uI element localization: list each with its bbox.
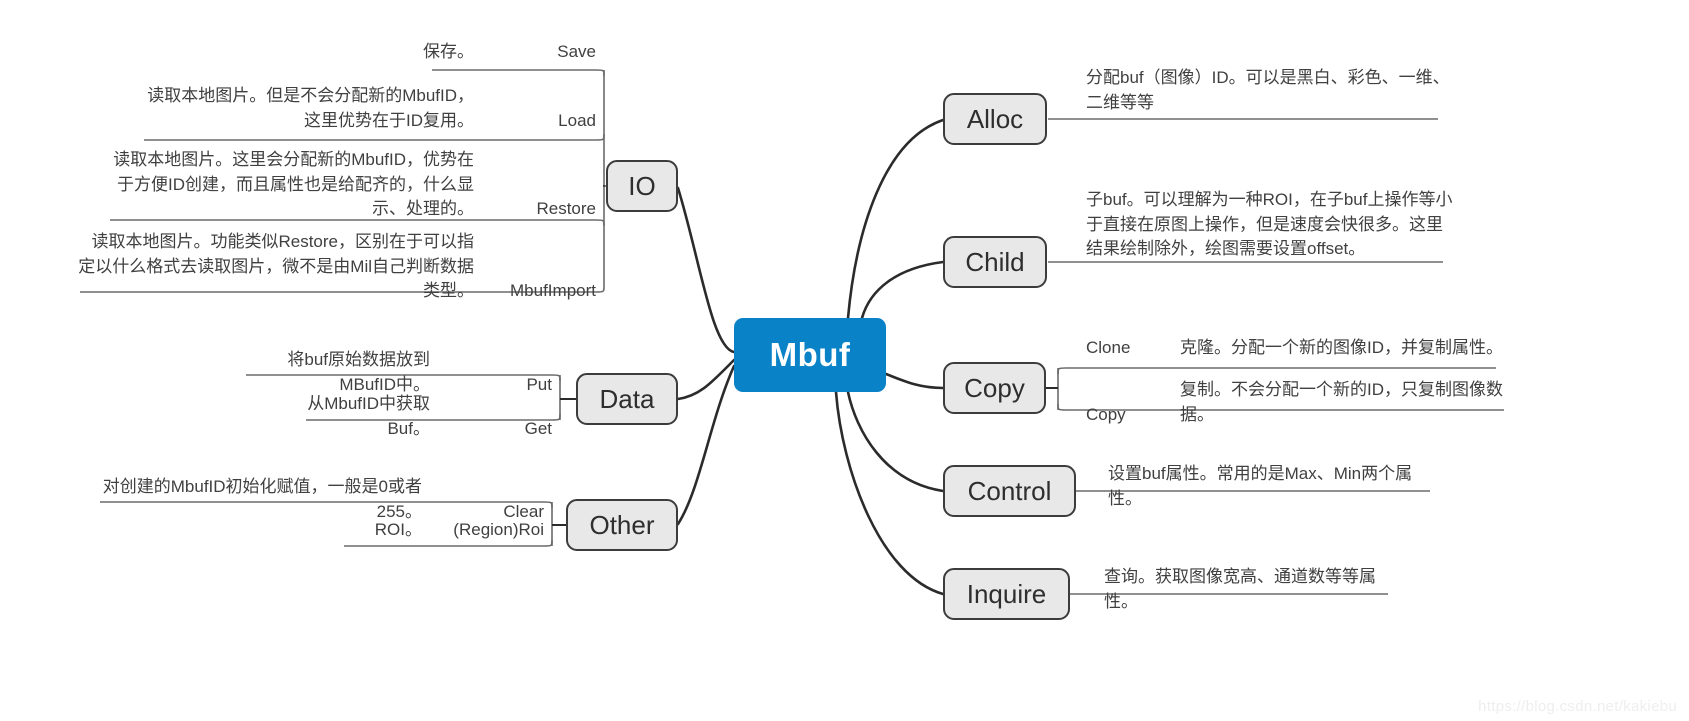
branch-node-io[interactable]: IO xyxy=(606,160,678,212)
branch-node-io-label: IO xyxy=(628,170,656,201)
leaf-data-put-desc: 将buf原始数据放到MBufID中。 xyxy=(287,350,430,394)
wire-copy-leaf-clone xyxy=(1057,367,1496,375)
branch-node-other[interactable]: Other xyxy=(566,499,678,551)
leaf-io-mbufimport[interactable]: 读取本地图片。功能类似Restore，区别在于可以指定以什么格式去读取图片，微不… xyxy=(76,230,596,306)
wire-root-other xyxy=(676,364,736,526)
leaf-other-roi-desc: ROI。 xyxy=(374,520,422,539)
leaf-io-restore-desc: 读取本地图片。这里会分配新的MbufID，优势在于方便ID创建，而且属性也是给配… xyxy=(113,150,474,219)
watermark: https://blog.csdn.net/kakiebu xyxy=(1478,698,1677,715)
branch-node-other-label: Other xyxy=(589,509,655,540)
branch-node-inquire[interactable]: Inquire xyxy=(943,568,1070,620)
leaf-alloc-desc-row[interactable]: 分配buf（图像）ID。可以是黑白、彩色、一维、二维等等 xyxy=(1086,66,1456,117)
leaf-io-restore-key: Restore xyxy=(536,199,596,219)
leaf-io-save-desc: 保存。 xyxy=(423,42,474,61)
branch-node-child[interactable]: Child xyxy=(943,236,1047,288)
branch-node-child-label: Child xyxy=(965,246,1025,277)
leaf-alloc-desc: 分配buf（图像）ID。可以是黑白、彩色、一维、二维等等 xyxy=(1086,68,1450,112)
leaf-control-desc-row[interactable]: 设置buf属性。常用的是Max、Min两个属性。 xyxy=(1108,462,1438,513)
leaf-copy-clone-desc: 克隆。分配一个新的图像ID，并复制属性。 xyxy=(1180,338,1503,357)
branch-node-copy-label: Copy xyxy=(964,372,1025,403)
wire-io-leaf-save xyxy=(432,69,605,77)
wire-root-child xyxy=(860,260,945,320)
branch-node-data-label: Data xyxy=(599,383,655,414)
leaf-io-restore[interactable]: 读取本地图片。这里会分配新的MbufID，优势在于方便ID创建，而且属性也是给配… xyxy=(106,148,596,224)
leaf-io-save[interactable]: 保存。 Save xyxy=(300,40,596,67)
leaf-copy-copy-key: Copy xyxy=(1086,404,1126,424)
leaf-other-roi[interactable]: ROI。 (Region)Roi xyxy=(342,518,544,545)
leaf-data-get-key: Get xyxy=(524,418,552,438)
leaf-io-load-key: Load xyxy=(558,110,596,130)
branch-node-inquire-label: Inquire xyxy=(966,578,1047,609)
leaf-inquire-desc-row[interactable]: 查询。获取图像宽高、通道数等等属性。 xyxy=(1104,565,1404,616)
leaf-child-desc-row[interactable]: 子buf。可以理解为一种ROI，在子buf上操作等小于直接在原图上操作，但是速度… xyxy=(1086,188,1458,264)
branch-node-control[interactable]: Control xyxy=(943,465,1076,517)
root-node-label: Mbuf xyxy=(769,336,851,373)
leaf-child-desc: 子buf。可以理解为一种ROI，在子buf上操作等小于直接在原图上操作，但是速度… xyxy=(1086,190,1453,259)
branch-node-alloc-label: Alloc xyxy=(966,103,1024,134)
wire-root-data xyxy=(676,358,736,401)
leaf-other-roi-key: (Region)Roi xyxy=(453,520,544,539)
leaf-copy-copy-desc: 复制。不会分配一个新的ID，只复制图像数据。 xyxy=(1180,380,1503,424)
wire-root-inquire xyxy=(834,390,945,596)
branch-node-copy[interactable]: Copy xyxy=(943,362,1046,414)
branch-node-data[interactable]: Data xyxy=(576,373,678,425)
leaf-copy-copy[interactable]: Copy 复制。不会分配一个新的ID，只复制图像数据。 xyxy=(1086,378,1518,429)
leaf-copy-clone[interactable]: Clone 克隆。分配一个新的图像ID，并复制属性。 xyxy=(1086,336,1506,363)
wire-root-copy xyxy=(884,372,945,390)
leaf-copy-clone-key: Clone xyxy=(1086,338,1131,357)
leaf-control-desc: 设置buf属性。常用的是Max、Min两个属性。 xyxy=(1108,464,1413,508)
branch-node-alloc[interactable]: Alloc xyxy=(943,93,1047,145)
leaf-other-clear-desc: 对创建的MbufID初始化赋值，一般是0或者255。 xyxy=(102,477,422,521)
leaf-io-save-key: Save xyxy=(557,42,596,61)
leaf-io-load-desc: 读取本地图片。但是不会分配新的MbufID，这里优势在于ID复用。 xyxy=(147,86,474,130)
leaf-io-mbufimport-desc: 读取本地图片。功能类似Restore，区别在于可以指定以什么格式去读取图片，微不… xyxy=(78,232,474,301)
wire-root-control xyxy=(846,390,945,493)
leaf-inquire-desc: 查询。获取图像宽高、通道数等等属性。 xyxy=(1104,567,1376,611)
leaf-io-load[interactable]: 读取本地图片。但是不会分配新的MbufID，这里优势在于ID复用。 Load xyxy=(140,84,596,135)
leaf-io-mbufimport-key: MbufImport xyxy=(510,281,596,301)
wire-root-alloc xyxy=(846,118,945,320)
wire-root-io xyxy=(676,186,736,354)
leaf-data-get-desc: 从MbufID中获取Buf。 xyxy=(307,394,430,438)
root-node-mbuf[interactable]: Mbuf xyxy=(734,318,886,392)
branch-node-control-label: Control xyxy=(967,475,1052,506)
leaf-data-get[interactable]: 从MbufID中获取Buf。 Get xyxy=(304,392,552,443)
